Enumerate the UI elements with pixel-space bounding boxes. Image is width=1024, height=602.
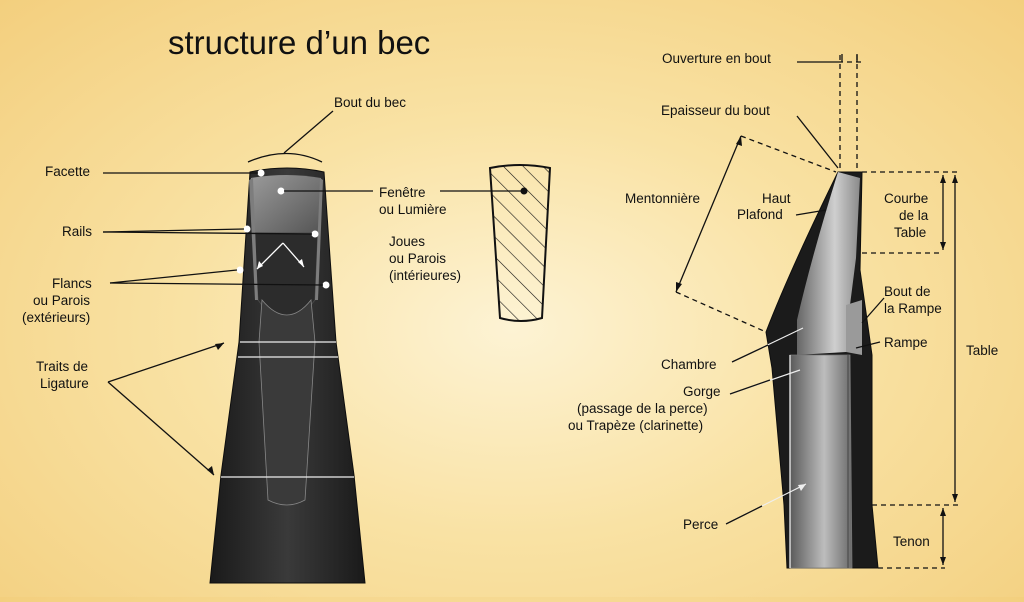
label-ouverture: Ouverture en bout	[662, 51, 771, 66]
label-traits-2: Ligature	[40, 376, 89, 391]
label-courbe-1: Courbe	[884, 191, 928, 206]
front-labels: Bout du bec Facette Rails Flancs ou Paro…	[22, 95, 461, 391]
label-bout-du-bec: Bout du bec	[334, 95, 406, 110]
front-view-mouthpiece	[209, 167, 366, 584]
label-chambre: Chambre	[661, 357, 717, 372]
label-gorge-2: (passage de la perce)	[577, 401, 708, 416]
label-joues-3: (intérieures)	[389, 268, 461, 283]
label-fenetre-1: Fenêtre	[379, 185, 426, 200]
side-view-mouthpiece	[765, 171, 879, 569]
label-mentonniere: Mentonnière	[625, 191, 700, 206]
label-joues-2: ou Parois	[389, 251, 446, 266]
side-labels: Ouverture en bout Epaisseur du bout Ment…	[568, 51, 998, 549]
label-plafond: Plafond	[737, 207, 783, 222]
label-table: Table	[966, 343, 998, 358]
label-flancs-2: ou Parois	[33, 293, 90, 308]
diagram-title: structure d’un bec	[168, 24, 430, 61]
label-flancs-3: (extérieurs)	[22, 310, 90, 325]
cross-section-shape	[440, 164, 552, 322]
label-fenetre-2: ou Lumière	[379, 202, 447, 217]
label-courbe-2: de la	[899, 208, 929, 223]
label-bout-rampe-1: Bout de	[884, 284, 931, 299]
label-epaisseur: Epaisseur du bout	[661, 103, 770, 118]
label-traits-1: Traits de	[36, 359, 88, 374]
label-rampe: Rampe	[884, 335, 928, 350]
label-perce: Perce	[683, 517, 718, 532]
label-bout-rampe-2: la Rampe	[884, 301, 942, 316]
label-joues-1: Joues	[389, 234, 425, 249]
label-gorge-1: Gorge	[683, 384, 721, 399]
label-courbe-3: Table	[894, 225, 926, 240]
label-facette: Facette	[45, 164, 90, 179]
label-haut: Haut	[762, 191, 791, 206]
label-flancs-1: Flancs	[52, 276, 92, 291]
front-leader-lines	[102, 110, 373, 476]
label-rails: Rails	[62, 224, 92, 239]
label-tenon: Tenon	[893, 534, 930, 549]
side-leader-lines	[675, 54, 960, 569]
label-gorge-3: ou Trapèze (clarinette)	[568, 418, 703, 433]
